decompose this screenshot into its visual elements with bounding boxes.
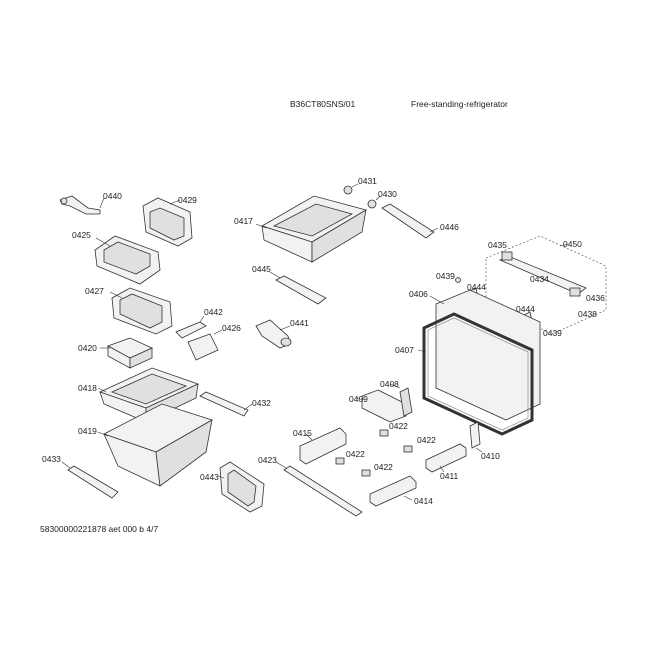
- part-0433: [61, 461, 119, 499]
- part-0440: [59, 195, 105, 215]
- label-0425: 0425: [72, 230, 91, 240]
- label-0446: 0446: [440, 222, 459, 232]
- label-0444-top: 0444: [467, 282, 486, 292]
- label-0439-bottom: 0439: [543, 328, 562, 338]
- part-0429: [142, 197, 193, 247]
- label-0426: 0426: [222, 323, 241, 333]
- label-0438: 0438: [578, 309, 597, 319]
- label-0422-c: 0422: [346, 449, 365, 459]
- part-0443: [217, 461, 265, 513]
- label-0427: 0427: [85, 286, 104, 296]
- label-0422-b: 0422: [417, 435, 436, 445]
- label-0435: 0435: [488, 240, 507, 250]
- label-0439-top: 0439: [436, 271, 455, 281]
- part-0411: [425, 443, 467, 473]
- part-0408-0409: [355, 383, 413, 423]
- part-0427: [109, 287, 173, 335]
- label-0418: 0418: [78, 383, 97, 393]
- label-0443: 0443: [200, 472, 219, 482]
- label-0423: 0423: [258, 455, 277, 465]
- part-0442: [175, 315, 207, 339]
- label-0436: 0436: [586, 293, 605, 303]
- part-0407: [417, 312, 534, 436]
- label-0419: 0419: [78, 426, 97, 436]
- part-0445: [269, 271, 327, 305]
- label-0411: 0411: [440, 471, 459, 481]
- label-0434: 0434: [530, 274, 549, 284]
- label-0444-bottom: 0444: [516, 304, 535, 314]
- label-0408: 0408: [380, 379, 399, 389]
- label-0431: 0431: [358, 176, 377, 186]
- label-0430: 0430: [378, 189, 397, 199]
- part-0410: [469, 421, 483, 453]
- appliance-type: Free-standing-refrigerator: [411, 99, 508, 109]
- label-0450: 0450: [563, 239, 582, 249]
- label-0420: 0420: [78, 343, 97, 353]
- label-0406: 0406: [409, 289, 428, 299]
- part-0417: [255, 195, 368, 263]
- part-0414: [369, 475, 417, 507]
- part-0432: [199, 391, 253, 417]
- part-0426: [187, 329, 223, 361]
- model-number: B36CT80SNS/01: [290, 99, 356, 109]
- part-0419: [97, 403, 213, 487]
- label-0410: 0410: [481, 451, 500, 461]
- part-0422-clips: [335, 429, 413, 477]
- part-0415: [299, 427, 347, 465]
- label-0441: 0441: [290, 318, 309, 328]
- part-0406: [429, 289, 541, 421]
- label-0409: 0409: [349, 394, 368, 404]
- label-0417: 0417: [234, 216, 253, 226]
- label-0432: 0432: [252, 398, 271, 408]
- part-0420: [100, 337, 153, 369]
- part-0450-group: [485, 235, 607, 335]
- label-0407: 0407: [395, 345, 414, 355]
- label-0414: 0414: [414, 496, 433, 506]
- part-0441: [255, 319, 292, 349]
- part-0425: [94, 235, 161, 285]
- label-0440: 0440: [103, 191, 122, 201]
- label-0442: 0442: [204, 307, 223, 317]
- label-0429: 0429: [178, 195, 197, 205]
- footer-drawing-code: 58300000221878 aet 000 b 4/7: [40, 524, 159, 534]
- label-0445: 0445: [252, 264, 271, 274]
- part-0430: [367, 195, 381, 209]
- part-0431: [343, 183, 359, 195]
- part-0446: [381, 203, 439, 239]
- label-0422-d: 0422: [374, 462, 393, 472]
- label-0433: 0433: [42, 454, 61, 464]
- label-0415: 0415: [293, 428, 312, 438]
- label-0422-a: 0422: [389, 421, 408, 431]
- part-0423: [275, 461, 363, 517]
